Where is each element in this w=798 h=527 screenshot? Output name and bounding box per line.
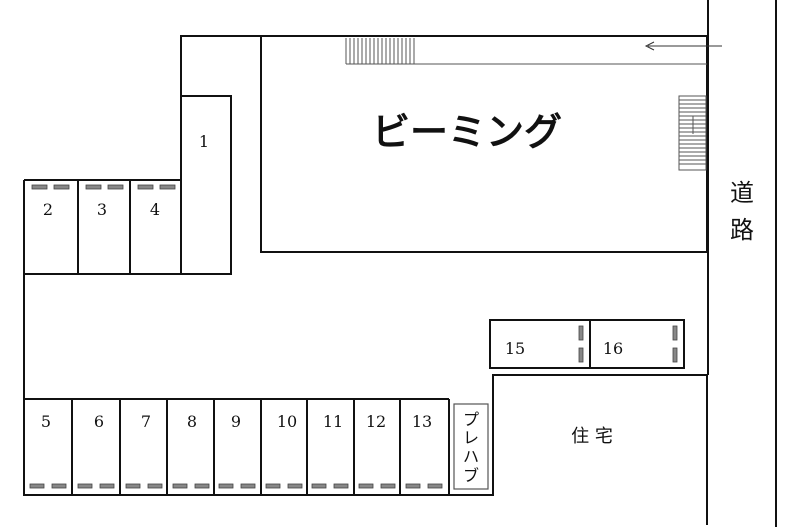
prefab-char-3: ハ	[463, 447, 479, 466]
parking-space-11: 11	[323, 412, 343, 431]
parking-space-6: 6	[94, 412, 104, 431]
right-bumpers	[578, 325, 678, 363]
space-number: 1	[199, 132, 209, 151]
parking-space-8: 8	[187, 412, 197, 431]
building-name: ビーミング	[372, 110, 562, 154]
parking-space-15: 15	[505, 339, 525, 358]
parking-space-9: 9	[231, 412, 241, 431]
parking-space-3: 3	[97, 200, 107, 219]
parking-space-16: 16	[603, 339, 623, 358]
prefab-char-4: ブ	[463, 466, 479, 485]
lower-row	[24, 398, 450, 495]
parking-space-13: 13	[412, 412, 432, 431]
parking-space-5: 5	[41, 412, 51, 431]
parking-space-10: 10	[277, 412, 297, 431]
road	[707, 0, 777, 527]
road-label-char-2: 路	[730, 216, 754, 244]
parking-space-2: 2	[43, 200, 53, 219]
prefab-char-2: レ	[463, 428, 479, 447]
parking-space-7: 7	[141, 412, 151, 431]
road-label-char-1: 道	[730, 179, 754, 207]
side-stairs	[678, 95, 707, 171]
parking-space-12: 12	[366, 412, 386, 431]
prefab-char-1: プ	[463, 410, 479, 429]
parking-space-4: 4	[150, 200, 160, 219]
upper-row	[24, 179, 231, 275]
house-label: 住 宅	[571, 426, 613, 447]
building-beaming	[260, 35, 708, 253]
prefab-shed: プ レ ハ ブ	[453, 403, 489, 490]
right-spaces	[489, 319, 685, 369]
upper-bumpers	[31, 184, 176, 190]
top-stairs	[345, 38, 707, 65]
lower-bumpers	[29, 483, 443, 489]
arrow-icon	[644, 41, 722, 51]
parking-space-1: 1	[180, 95, 232, 275]
